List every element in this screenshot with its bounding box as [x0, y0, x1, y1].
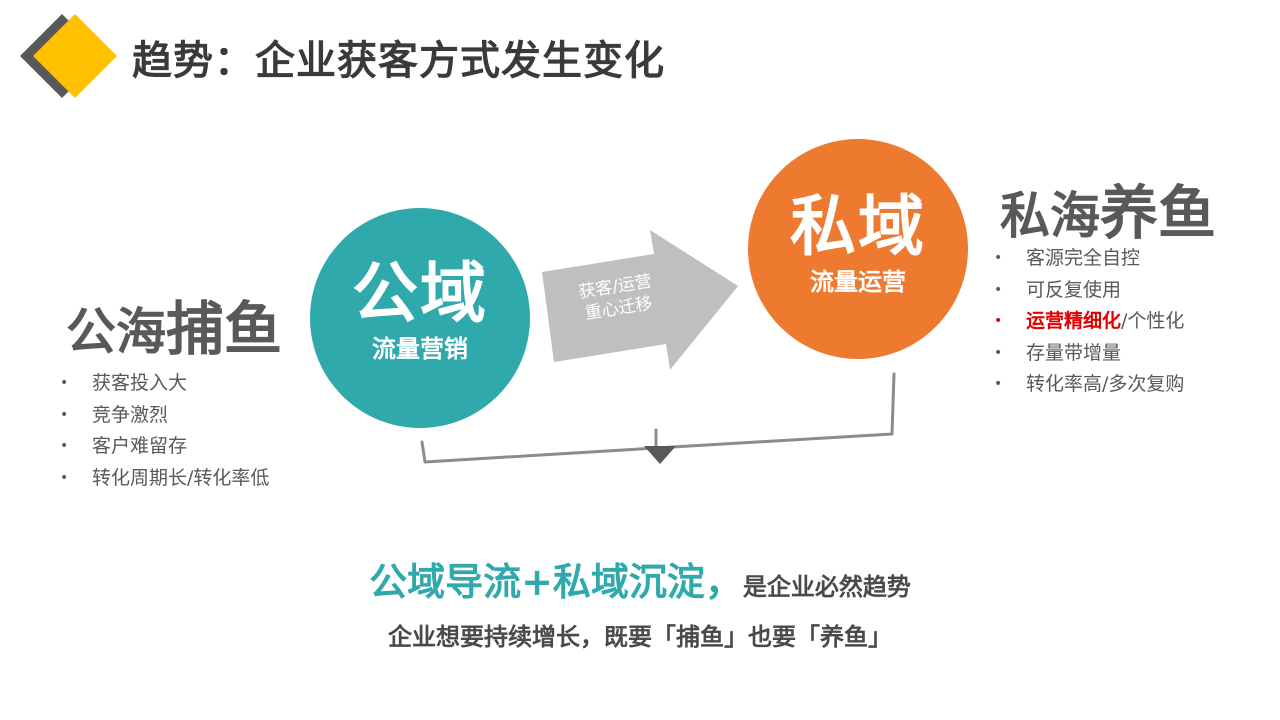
list-item: • 存量带增量 — [994, 338, 1184, 370]
list-item-text: 客户难留存 — [92, 435, 188, 457]
page-title: 趋势：企业获客方式发生变化 — [132, 38, 665, 84]
bullet-dot-icon: • — [60, 469, 69, 486]
left-heading: 公海捕鱼 — [66, 282, 282, 366]
right-arrow-icon — [542, 230, 738, 370]
private-domain-label: 私域 — [790, 188, 926, 265]
list-item-highlight: 运营精细化 — [1026, 310, 1122, 332]
diamond-logo-icon — [20, 14, 117, 98]
list-item-text: 竞争激烈 — [92, 403, 169, 426]
list-item: • 可反复使用 — [994, 275, 1184, 307]
left-heading-prefix: 公海 — [66, 303, 166, 361]
list-item: • 客户难留存 — [60, 431, 269, 463]
list-item-text: 可反复使用 — [1026, 278, 1122, 301]
bullet-dot-icon: • — [994, 313, 1003, 329]
bullet-dot-icon: • — [60, 438, 69, 454]
public-domain-sublabel: 流量营销 — [372, 335, 468, 363]
list-item-text: 存量带增量 — [1026, 341, 1122, 364]
list-item: • 转化率高/多次复购 — [994, 369, 1184, 401]
list-item: • 客源完全自控 — [994, 243, 1184, 275]
list-item: • 运营精细化/个性化 — [994, 306, 1184, 338]
down-triangle-icon — [644, 446, 676, 464]
left-heading-emphasis: 捕鱼 — [166, 295, 283, 363]
bullet-dot-icon: • — [994, 376, 1003, 392]
list-item-text: 客源完全自控 — [1026, 247, 1141, 269]
bullet-dot-icon: • — [60, 375, 69, 391]
right-heading: 私海养鱼 — [1000, 166, 1216, 250]
public-domain-label: 公域 — [352, 255, 488, 332]
right-heading-prefix: 私海 — [1000, 187, 1100, 245]
bracket-connector — [420, 372, 896, 464]
right-bullet-list: • 客源完全自控 • 可反复使用 • 运营精细化/个性化 • 存量带增量 • 转化率高/多… — [994, 243, 1184, 401]
bullet-dot-icon: • — [60, 406, 69, 423]
list-item: • 转化周期长/转化率低 — [60, 463, 269, 495]
bullet-dot-icon: • — [994, 344, 1003, 361]
bullet-dot-icon: • — [994, 281, 1003, 298]
list-item-text: 转化率高/多次复购 — [1026, 373, 1185, 395]
left-bullet-list: • 获客投入大 • 竞争激烈 • 客户难留存 • 转化周期长/转化率低 — [60, 368, 269, 494]
public-domain-circle: 公域 流量营销 — [310, 208, 530, 428]
list-item-text: 转化周期长/转化率低 — [92, 466, 270, 489]
conclusion-comma: ， — [704, 560, 743, 604]
bullet-dot-icon: • — [994, 250, 1003, 266]
conclusion-highlight: 公域导流+私域沉淀 — [369, 560, 705, 604]
private-domain-sublabel: 流量运营 — [810, 268, 906, 296]
conclusion-subline: 企业想要持续增长，既要「捕鱼」也要「养鱼」 — [388, 623, 892, 651]
list-item: • 获客投入大 — [60, 368, 269, 400]
list-item: • 竞争激烈 — [60, 400, 269, 432]
list-item-text: /个性化 — [1121, 310, 1185, 332]
private-domain-circle: 私域 流量运营 — [748, 139, 968, 359]
conclusion-rest: 是企业必然趋势 — [742, 573, 911, 601]
list-item-text: 获客投入大 — [92, 372, 188, 394]
right-heading-emphasis: 养鱼 — [1100, 179, 1217, 247]
conclusion-line: 公域导流+私域沉淀，是企业必然趋势 — [0, 558, 1280, 614]
